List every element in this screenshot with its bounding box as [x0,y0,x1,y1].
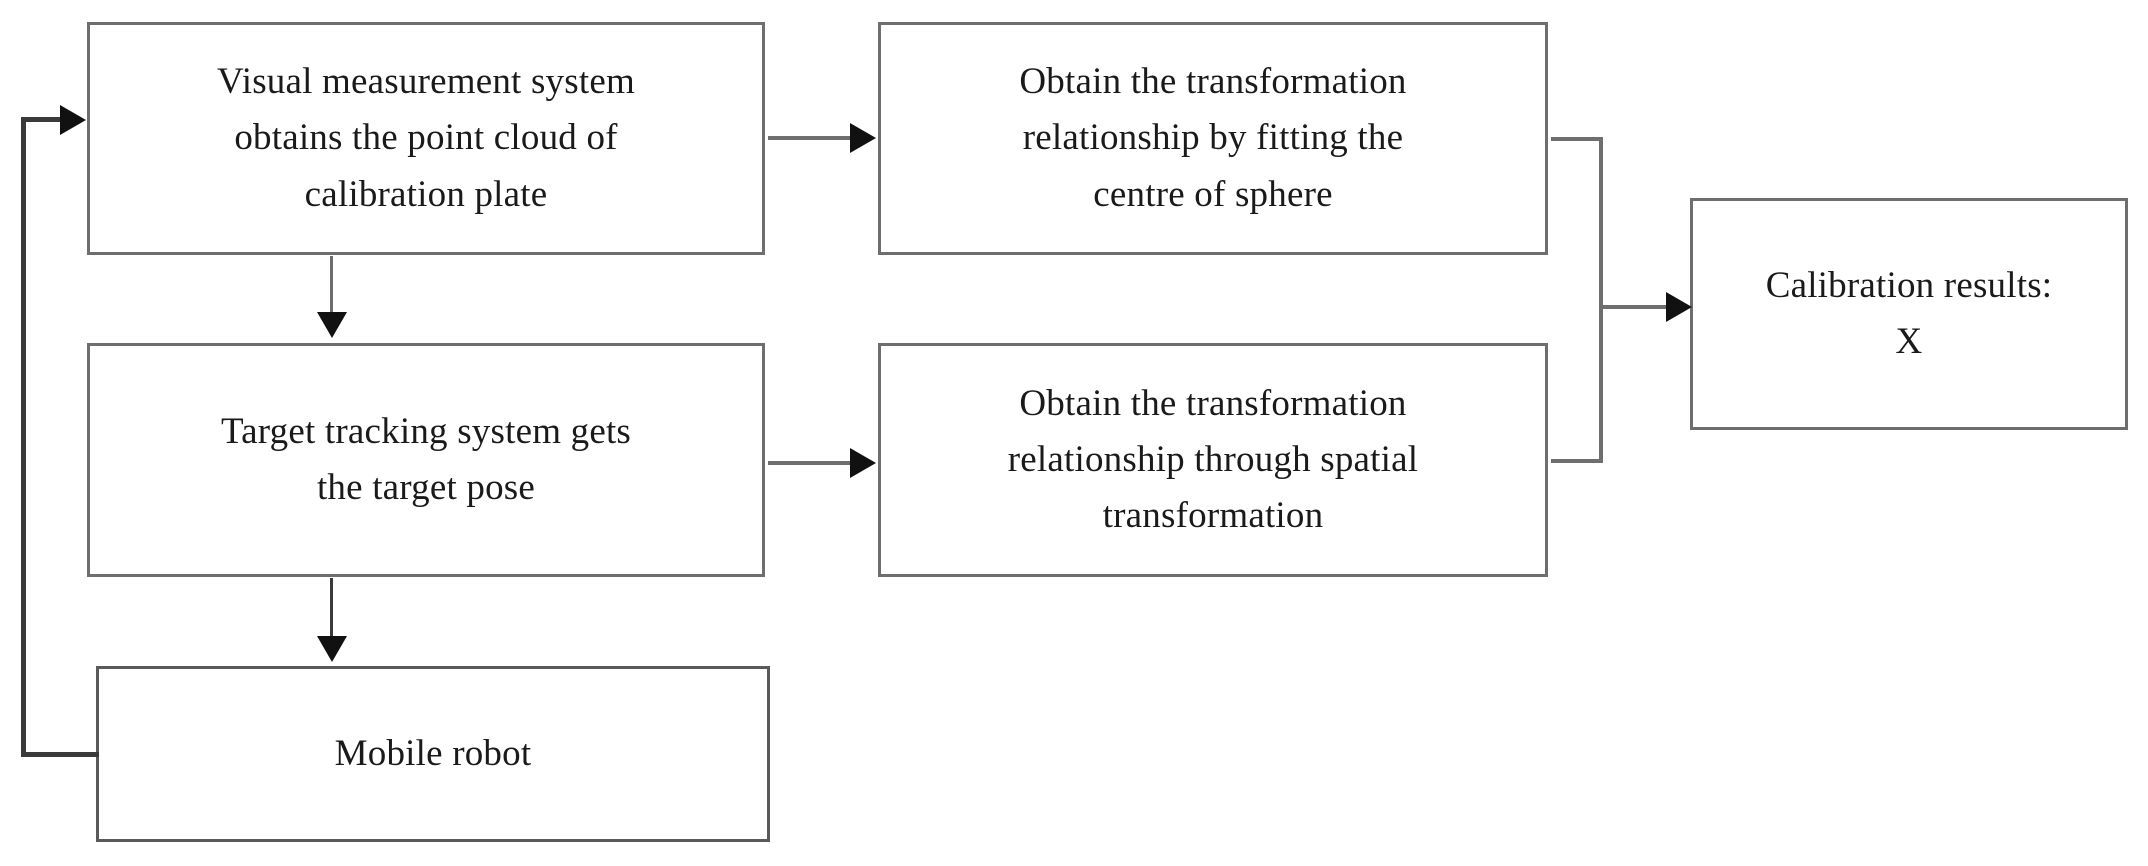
node-spatial-transformation[interactable]: Obtain the transformation relationship t… [878,343,1548,577]
node-target-tracking-system[interactable]: Target tracking system gets the target p… [87,343,765,577]
node-fit-sphere-centre-label: Obtain the transformation relationship b… [1019,61,1407,215]
edge-target-to-spatial-line [768,461,854,465]
edge-visual-to-target-arrowhead [317,312,347,338]
edge-visual-to-fit-arrowhead [850,123,876,153]
edge-target-to-robot-arrowhead [317,636,347,662]
edge-merge-top-stub [1551,137,1603,141]
edge-merge-to-results-arrowhead [1666,292,1692,322]
node-mobile-robot-label: Mobile robot [334,732,532,774]
edge-merge-vertical-bus [1599,137,1603,463]
edge-robot-feedback-arrowhead [60,105,86,135]
node-fit-sphere-centre[interactable]: Obtain the transformation relationship b… [878,22,1548,255]
node-target-tracking-label: Target tracking system gets the target p… [220,410,632,508]
node-mobile-robot[interactable]: Mobile robot [96,666,770,842]
edge-robot-feedback-top [21,117,77,122]
node-calibration-results-label: Calibration results: X [1765,264,2053,362]
node-visual-measurement-system[interactable]: Visual measurement system obtains the po… [87,22,765,255]
node-calibration-results[interactable]: Calibration results: X [1690,198,2128,430]
edge-robot-feedback-bottom [21,752,99,757]
node-visual-measurement-label: Visual measurement system obtains the po… [217,61,635,215]
edge-target-to-spatial-arrowhead [850,448,876,478]
edge-merge-to-results-line [1599,305,1675,309]
edge-merge-bottom-stub [1551,459,1603,463]
edge-robot-feedback-vertical [21,117,26,757]
edge-target-to-robot-line [330,578,333,646]
node-spatial-transformation-label: Obtain the transformation relationship t… [1007,382,1419,537]
edge-visual-to-fit-line [768,136,854,140]
edge-visual-to-target-line [330,256,333,318]
